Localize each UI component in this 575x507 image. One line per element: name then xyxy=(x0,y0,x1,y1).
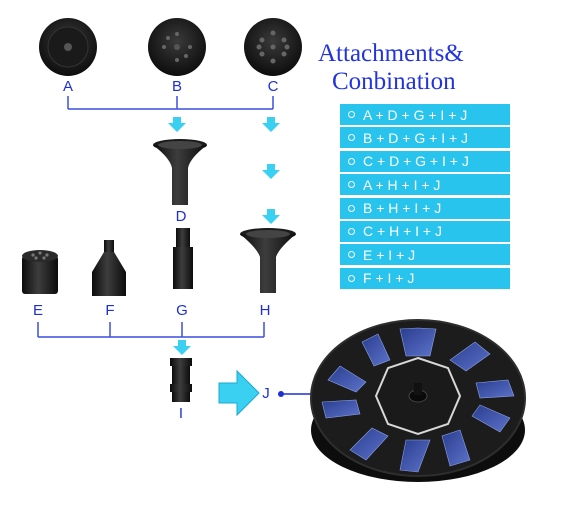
nozzle-e-image xyxy=(22,250,58,294)
down-arrow-icon xyxy=(168,117,186,132)
down-arrow-icon xyxy=(262,209,280,224)
combination-item: E + I + J xyxy=(340,244,510,266)
nozzle-f-image xyxy=(92,240,126,296)
down-arrow-icon xyxy=(173,340,191,355)
combination-item: C + D + G + I + J xyxy=(340,150,510,172)
combination-item: B + H + I + J xyxy=(340,197,510,219)
bullet-icon xyxy=(348,134,355,142)
bullet-icon xyxy=(348,181,355,189)
label-c: C xyxy=(267,78,279,95)
connector-efgh xyxy=(37,322,265,338)
bullet-icon xyxy=(348,251,355,259)
adapter-g-image xyxy=(173,228,193,289)
label-j: J xyxy=(262,385,270,402)
bullet-icon xyxy=(348,111,355,118)
bullet-icon xyxy=(348,227,355,235)
nozzle-b-image xyxy=(148,18,206,76)
label-a: A xyxy=(62,78,74,95)
bullet-icon xyxy=(348,157,355,165)
connector-i-image xyxy=(170,358,192,402)
down-arrow-icon xyxy=(262,164,280,179)
combination-list: A + D + G + I + J B + D + G + I + J C + … xyxy=(340,104,510,291)
combination-item: F + I + J xyxy=(340,267,510,289)
label-b: B xyxy=(171,78,183,95)
right-arrow-icon xyxy=(218,369,260,417)
nozzle-d-image xyxy=(153,139,207,205)
bullet-icon xyxy=(348,274,355,282)
label-i: I xyxy=(178,405,184,422)
title-line-2: Conbination xyxy=(332,68,456,95)
combination-item: A + H + I + J xyxy=(340,174,510,196)
label-h: H xyxy=(259,302,271,319)
nozzle-h-image xyxy=(240,228,296,293)
label-d: D xyxy=(175,208,187,225)
label-e: E xyxy=(32,302,44,319)
title-line-1: Attachments& xyxy=(318,40,464,67)
nozzle-a-image xyxy=(39,18,97,76)
combination-item: B + D + G + I + J xyxy=(340,127,510,149)
combination-item: A + D + G + I + J xyxy=(340,104,510,125)
nozzle-c-image xyxy=(244,18,302,76)
page-title: Attachments& Conbination xyxy=(318,40,518,96)
solar-fountain-image xyxy=(310,319,526,482)
bullet-icon xyxy=(348,204,355,212)
connector-abc xyxy=(67,96,274,110)
down-arrow-icon xyxy=(262,117,280,132)
combination-item: C + H + I + J xyxy=(340,220,510,242)
label-g: G xyxy=(176,302,188,319)
label-f: F xyxy=(105,302,115,319)
